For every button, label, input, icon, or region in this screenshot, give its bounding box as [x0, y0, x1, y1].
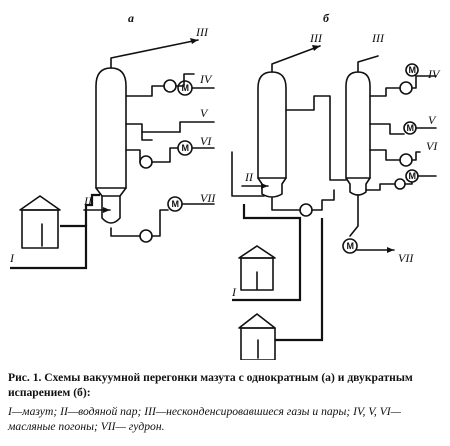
caption-title: Рис. 1. Схемы вакуумной перегонки мазута…: [8, 371, 413, 399]
stream-label-i-b: I: [231, 285, 237, 299]
stream-label-v-a: V: [200, 106, 209, 120]
furnace-a: [19, 195, 61, 249]
stream-label-iv-b: IV: [427, 67, 441, 81]
stream-vii-a: M VII: [110, 191, 216, 243]
side-draw-vi-a: M VI: [125, 134, 215, 169]
stream-iii-a: III: [110, 25, 209, 69]
stream-label-iii-b1: III: [309, 31, 323, 45]
pump-motor-a3-letter: M: [172, 199, 180, 209]
panel-b-label: б: [323, 11, 330, 25]
pump-motor-a2-letter: M: [182, 143, 190, 153]
pump-motor-a1-letter: M: [182, 83, 190, 93]
stream-label-vi-b: VI: [426, 139, 438, 153]
stream-label-vi-a: VI: [200, 134, 212, 148]
pump-motor-b3-letter: M: [409, 171, 417, 181]
figure-caption: Рис. 1. Схемы вакуумной перегонки мазута…: [8, 370, 444, 434]
stream-label-ii-b: II: [244, 170, 254, 184]
caption-legend: I—мазут; II—водяной пар; III—несконденси…: [8, 405, 401, 433]
process-flow-diagram: а I III M: [9, 11, 441, 360]
pump-motor-b1-letter: M: [409, 65, 417, 75]
pump-motor-b4-letter: M: [347, 241, 355, 251]
furnace-b1: [238, 245, 276, 291]
side-draw-v-b: M V: [369, 113, 437, 135]
stream-i-feed-b: I: [231, 204, 302, 302]
pump-motor-b2-letter: M: [407, 123, 415, 133]
scheme-a: а I III M: [9, 11, 216, 270]
side-draw-iv-a: M IV: [125, 72, 215, 97]
stream-vii-b: M VII: [342, 195, 414, 265]
stream-i-feed: I: [9, 193, 100, 270]
stream-label-vii-a: VII: [200, 191, 216, 205]
furnace-b2: [238, 313, 276, 360]
stream-label-iii-b2: III: [371, 31, 385, 45]
side-draw-vi-b: M VI: [365, 139, 438, 191]
stream-label-vii-b: VII: [398, 251, 414, 265]
vacuum-column-b1: [257, 71, 287, 198]
stream-label-ii-a: II: [83, 194, 93, 208]
stream-iii-b1: III: [271, 31, 323, 73]
panel-a-label: а: [128, 11, 134, 25]
b1-bottoms: [271, 189, 335, 342]
b1-side-draw: [285, 95, 347, 181]
stream-label-iii-a: III: [195, 25, 209, 39]
vacuum-column-a: [95, 67, 127, 224]
vacuum-column-b2: [345, 71, 371, 196]
scheme-b: б III III: [231, 11, 441, 360]
stream-ii-b1: II: [231, 151, 269, 197]
stream-label-v-b: V: [428, 113, 437, 127]
side-draw-v-a: V: [125, 106, 215, 141]
stream-label-iv-a: IV: [199, 72, 213, 86]
stream-ii-a: II: [83, 194, 111, 213]
stream-label-i-a: I: [9, 251, 15, 265]
stream-iii-b2: III: [357, 31, 385, 73]
side-draw-iv-b: M IV: [369, 63, 441, 97]
